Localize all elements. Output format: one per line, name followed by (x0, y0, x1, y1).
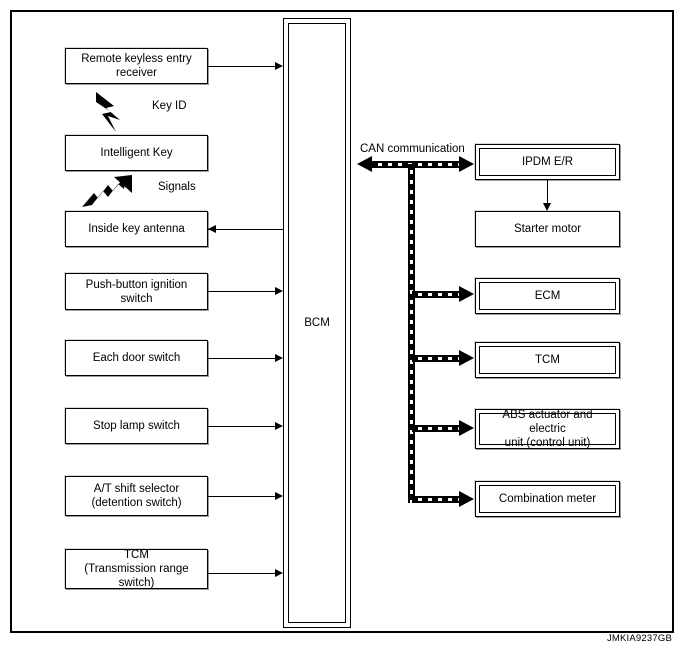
box-tcm[interactable]: TCM (475, 342, 620, 378)
can-branch-ecm (412, 291, 460, 298)
box-label: Starter motor (513, 223, 582, 235)
can-arrow-to-bcm (357, 156, 372, 172)
line-door-switch-to-bcm (208, 358, 275, 359)
label-can-communication: CAN communication (360, 143, 465, 155)
can-branch-abs (412, 425, 460, 432)
box-label: Each door switch (92, 352, 181, 364)
lightning-bolt-up-right-icon (82, 175, 132, 207)
box-ecm-inner: ECM (479, 282, 616, 310)
can-branch-tcm (412, 355, 460, 362)
box-tcm-inner: TCM (479, 346, 616, 374)
box-label: Stop lamp switch (93, 420, 180, 432)
line-at-shift-to-bcm (208, 496, 275, 497)
line-push-button-to-bcm (208, 291, 275, 292)
can-bus-horizontal (372, 161, 460, 168)
box-label: A/T shift selector (detention switch) (91, 483, 182, 509)
box-label: TCM (Transmission range switch) (84, 549, 189, 589)
can-bus-vertical (408, 164, 415, 503)
box-combination-meter[interactable]: Combination meter (475, 481, 620, 517)
box-label: ECM (534, 290, 561, 302)
arrow-ipdm-to-starter (543, 203, 551, 211)
bcm-inner: BCM (288, 23, 346, 623)
diagram-frame (10, 10, 674, 633)
box-abs-actuator-inner: ABS actuator and electric unit (control … (479, 409, 616, 449)
box-push-button-ignition-switch[interactable]: Push-button ignition switch (65, 273, 208, 310)
box-ipdm-er-inner: IPDM E/R (479, 148, 616, 176)
arrow-tcm-input-to-bcm (275, 569, 283, 577)
box-label: ABS actuator and electric unit (control … (502, 409, 593, 449)
line-stop-lamp-to-bcm (208, 426, 275, 427)
line-bcm-to-inside-key-antenna (208, 229, 283, 230)
box-label: Intelligent Key (100, 147, 173, 159)
arrow-push-button-to-bcm (275, 287, 283, 295)
box-combination-meter-inner: Combination meter (479, 485, 616, 513)
arrow-at-shift-to-bcm (275, 492, 283, 500)
box-starter-motor[interactable]: Starter motor (475, 211, 620, 247)
box-at-shift-selector[interactable]: A/T shift selector (detention switch) (65, 476, 208, 516)
box-tcm-transmission-range-switch[interactable]: TCM (Transmission range switch) (65, 549, 208, 589)
line-ipdm-to-starter (547, 180, 548, 203)
box-abs-actuator[interactable]: ABS actuator and electric unit (control … (475, 409, 620, 449)
box-ecm[interactable]: ECM (475, 278, 620, 314)
can-arrow-to-abs (459, 420, 474, 436)
box-ipdm-er[interactable]: IPDM E/R (475, 144, 620, 180)
line-rke-to-bcm (208, 66, 275, 67)
label-key-id: Key ID (152, 100, 187, 112)
can-branch-combination-meter (412, 496, 460, 503)
arrow-stop-lamp-to-bcm (275, 422, 283, 430)
can-arrow-to-tcm (459, 350, 474, 366)
box-label: TCM (535, 354, 560, 366)
box-label: Inside key antenna (88, 223, 185, 235)
line-tcm-input-to-bcm (208, 573, 275, 574)
box-label: IPDM E/R (521, 156, 574, 168)
box-label: Remote keyless entry receiver (81, 53, 192, 79)
box-label: Combination meter (498, 493, 597, 505)
arrow-rke-to-bcm (275, 62, 283, 70)
arrow-bcm-to-inside-key-antenna (208, 225, 216, 233)
label-signals: Signals (158, 181, 196, 193)
can-arrow-to-ipdm (459, 156, 474, 172)
box-bcm[interactable]: BCM (283, 18, 351, 628)
lightning-bolt-up-left-icon (96, 92, 120, 132)
box-stop-lamp-switch[interactable]: Stop lamp switch (65, 408, 208, 444)
box-remote-keyless-entry-receiver[interactable]: Remote keyless entry receiver (65, 48, 208, 84)
box-label: Push-button ignition switch (85, 278, 188, 305)
box-intelligent-key[interactable]: Intelligent Key (65, 135, 208, 171)
arrow-door-switch-to-bcm (275, 354, 283, 362)
box-inside-key-antenna[interactable]: Inside key antenna (65, 211, 208, 247)
figure-id-label: JMKIA9237GB (606, 633, 672, 644)
can-arrow-to-combination-meter (459, 491, 474, 507)
can-arrow-to-ecm (459, 286, 474, 302)
bcm-label: BCM (304, 317, 330, 329)
box-each-door-switch[interactable]: Each door switch (65, 340, 208, 376)
